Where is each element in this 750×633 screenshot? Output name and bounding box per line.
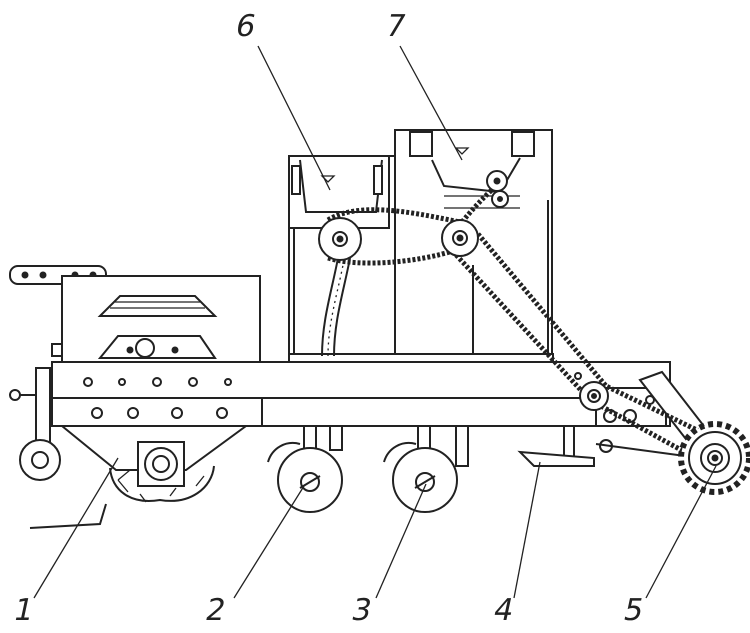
leader-line-7: [399, 45, 463, 161]
leader-line-1: [33, 457, 119, 599]
sprockets: [318, 170, 609, 411]
leader-line-6: [257, 45, 331, 191]
leader-line-3: [375, 483, 427, 599]
leader-line-4: [513, 461, 541, 599]
ground-wheel-5: [678, 421, 750, 495]
disc-opener-3: [383, 425, 469, 513]
leader-lines: [33, 45, 717, 599]
disc-opener-2: [267, 425, 343, 513]
leader-line-5: [645, 465, 717, 599]
front-gauge-wheel: [9, 367, 61, 481]
press-shoe-4: [517, 425, 595, 467]
leader-line-2: [233, 485, 305, 599]
drive-housing: [51, 275, 261, 363]
rotary-tiller-1: [29, 425, 250, 529]
seed-tube: [321, 257, 351, 357]
main-frame-beam: [51, 361, 671, 427]
